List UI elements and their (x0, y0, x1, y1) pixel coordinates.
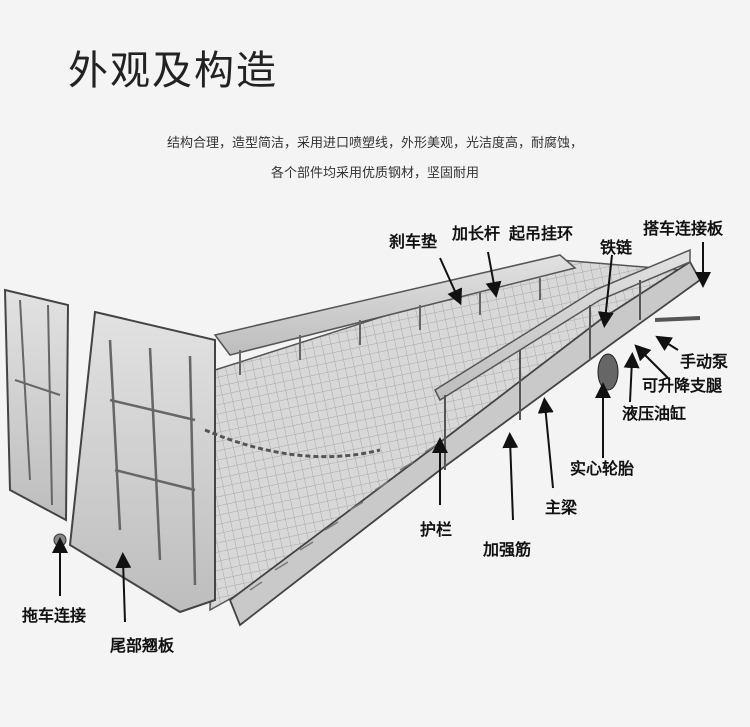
label-guardrail: 护栏 (420, 520, 453, 539)
tail-flap-plate (68, 310, 216, 614)
stiffener-rungs (249, 443, 439, 591)
label-hydraulic-cylinder: 液压油缸 (622, 404, 687, 423)
solid-tire-shape (597, 353, 619, 391)
label-solid-tire: 实心轮胎 (570, 459, 635, 478)
description-line-1: 结构合理，造型简洁，采用进口喷塑线，外形美观，光洁度高，耐腐蚀， (166, 136, 583, 151)
label-hand-pump: 手动泵 (680, 352, 729, 371)
side-guardrail (434, 248, 691, 402)
label-main-beam: 主梁 (545, 498, 578, 517)
page-title: 外观及构造 (68, 48, 278, 94)
hand-pump-pipe (654, 316, 701, 322)
description-line-2: 各个部件均采用优质钢材，坚固耐用 (270, 166, 479, 181)
label-stiffener: 加强筋 (483, 540, 532, 559)
label-lifting-ring: 起吊挂环 (509, 224, 574, 243)
label-car-connection-plate: 搭车连接板 (643, 219, 724, 238)
label-extension-rod: 加长杆 (452, 224, 501, 243)
rear-guardrail (213, 254, 577, 356)
label-liftable-support-leg: 可升降支腿 (642, 376, 723, 395)
label-iron-chain: 铁链 (600, 238, 633, 257)
tow-frame (3, 288, 70, 522)
label-tow-connection: 拖车连接 (22, 606, 87, 625)
label-tail-flap: 尾部翘板 (110, 636, 175, 655)
label-brake-pad: 刹车垫 (389, 232, 438, 251)
